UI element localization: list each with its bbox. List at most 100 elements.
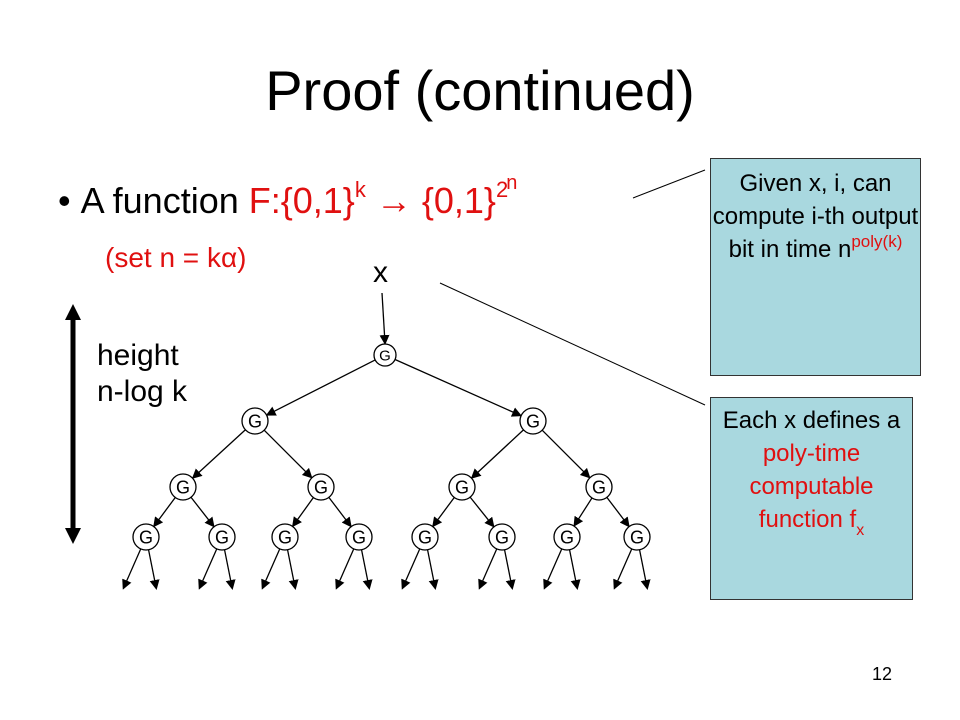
tree-edge <box>469 496 495 528</box>
g-node-label: G <box>560 527 574 547</box>
callout-poly-time-subscript: x <box>856 522 865 539</box>
g-node-circle <box>271 523 299 551</box>
output-arrow <box>223 549 236 590</box>
g-node: G <box>448 473 476 501</box>
g-node-circle <box>411 523 439 551</box>
callout-connector-1 <box>632 169 706 199</box>
g-node: G <box>271 523 299 551</box>
g-node-label: G <box>418 527 432 547</box>
g-node-circle <box>208 523 236 551</box>
output-arrow <box>335 548 355 590</box>
tree-edge <box>191 429 246 479</box>
g-node: G <box>307 473 335 501</box>
tree-edge <box>394 358 523 417</box>
function-domain: F:{0,1} <box>248 180 355 221</box>
g-node-label: G <box>592 477 606 497</box>
tree-height-label: height n-log k <box>97 339 188 408</box>
slide-title: Proof (continued) <box>265 59 695 122</box>
output-arrow <box>360 549 373 590</box>
output-arrow <box>613 548 633 590</box>
g-node: G <box>553 523 581 551</box>
output-arrow <box>568 549 581 590</box>
g-node: G <box>132 523 160 551</box>
output-arrow <box>147 549 160 590</box>
g-node-circle <box>623 523 651 551</box>
function-codomain: → {0,1} <box>365 180 496 221</box>
g-node: G <box>241 407 269 435</box>
bullet-marker: • <box>58 180 71 221</box>
g-node-circle <box>448 473 476 501</box>
tree-edge <box>190 496 215 528</box>
set-n-note: (set n = kα) <box>105 242 247 273</box>
g-node-label: G <box>139 527 153 547</box>
tree-edge <box>573 497 593 527</box>
g-node-circle <box>488 523 516 551</box>
bullet-prefix: A function <box>80 180 249 221</box>
tree-edge <box>263 429 313 479</box>
output-arrow <box>198 548 218 590</box>
callout-output-bit-exponent: poly(k) <box>851 232 903 251</box>
page-number: 12 <box>872 664 893 684</box>
output-arrow <box>286 549 299 590</box>
g-node: G <box>345 523 373 551</box>
callout-poly-time-line2: poly-time computable <box>749 440 874 500</box>
g-node: G <box>519 407 547 435</box>
callout-poly-time: Each x defines a poly-time computable func… <box>710 397 913 600</box>
output-arrow <box>638 549 651 590</box>
output-arrow <box>401 548 421 590</box>
g-node-label: G <box>314 477 328 497</box>
tree-edge <box>153 497 176 528</box>
callout-poly-time-line1: Each x defines a <box>722 407 901 434</box>
tree-edge <box>470 429 524 479</box>
g-node-label: G <box>379 347 391 364</box>
tree-edge <box>541 429 591 479</box>
g-node-label: G <box>176 477 190 497</box>
g-node-circle <box>553 523 581 551</box>
tree-edge <box>265 359 376 416</box>
function-domain-exponent: k <box>354 177 366 202</box>
input-x-label: x <box>373 256 388 289</box>
tree-edge <box>292 497 314 528</box>
codomain-exponent-base: 2 <box>495 177 509 202</box>
g-node: G <box>208 523 236 551</box>
g-node-label: G <box>352 527 366 547</box>
g-node-circle <box>241 407 269 435</box>
g-node: G <box>373 343 397 367</box>
tree-edge <box>606 496 630 528</box>
g-node-circle <box>307 473 335 501</box>
output-arrow <box>543 548 563 590</box>
codomain-exponent-power: n <box>506 172 518 194</box>
callout-poly-time-line3: function f <box>758 506 857 533</box>
callout-output-bit: Given x, i, can compute i-th output bit … <box>710 158 921 376</box>
g-node: G <box>623 523 651 551</box>
bullet-function: • A function F:{0,1}k → {0,1}2n <box>58 172 519 233</box>
g-node-label: G <box>495 527 509 547</box>
g-node: G <box>411 523 439 551</box>
g-node: G <box>585 473 613 501</box>
tree-edge <box>432 497 455 528</box>
output-arrow <box>426 549 439 590</box>
input-arrow <box>379 292 390 345</box>
g-node-label: G <box>215 527 229 547</box>
g-node-circle <box>585 473 613 501</box>
callout-output-bit-text: Given x, i, can compute i-th output bit … <box>712 170 919 263</box>
g-node: G <box>169 473 197 501</box>
g-node-circle <box>519 407 547 435</box>
g-node-circle <box>132 523 160 551</box>
g-node: G <box>488 523 516 551</box>
g-node-label: G <box>526 411 540 431</box>
g-node-label: G <box>248 411 262 431</box>
g-node-label: G <box>455 477 469 497</box>
g-node-circle <box>169 473 197 501</box>
tree-edge <box>328 496 352 528</box>
g-node-label: G <box>630 527 644 547</box>
output-arrow <box>122 548 142 590</box>
g-node-circle <box>373 343 397 367</box>
output-arrow <box>503 549 516 590</box>
g-node-label: G <box>278 527 292 547</box>
g-node-circle <box>345 523 373 551</box>
output-arrow <box>261 548 281 590</box>
callout-connector-2 <box>439 282 706 406</box>
output-arrow <box>478 548 498 590</box>
